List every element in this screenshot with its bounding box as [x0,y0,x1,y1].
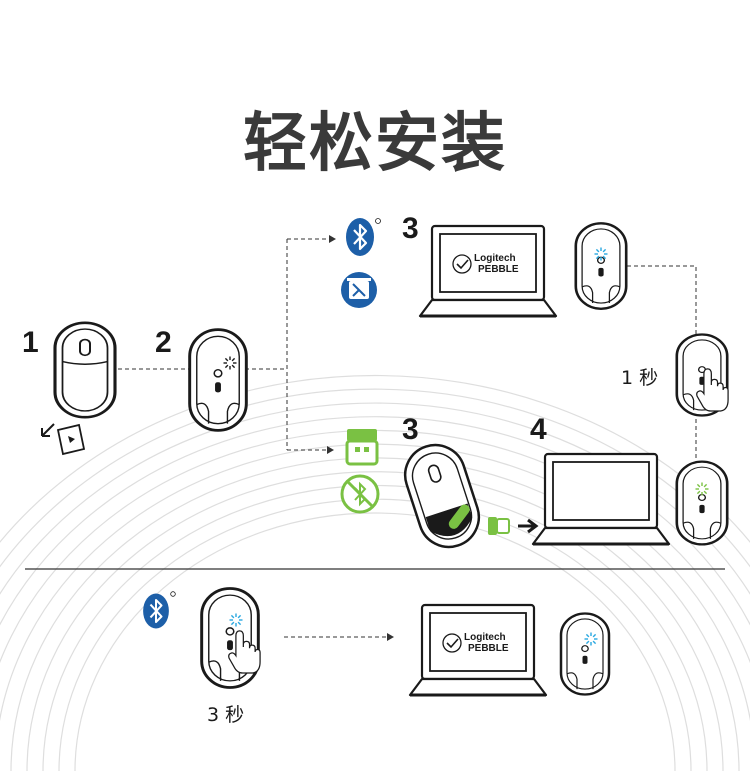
mouse-with-battery [403,443,481,549]
led-green-icon [695,482,709,496]
connector-arrowheads [327,235,336,454]
step-number-4: 4 [530,413,547,446]
led-blue-icon [594,247,608,261]
aa-battery-icon [448,504,470,529]
screen-text-logitech: Logitech [474,253,516,264]
connector-branch [245,239,288,450]
bluetooth-icon [346,218,374,256]
mouse-bottom-paired-final [559,612,611,696]
screen-text-logitech: Logitech [464,632,506,643]
tab-arrow-icon [68,436,75,443]
step-number-3-bluetooth: 3 [402,212,419,245]
bluetooth-icon-bottom [143,593,169,629]
registered-mark-bottom [170,591,176,597]
arrow-icon [518,518,539,534]
bluetooth-crossed-icon [340,474,380,514]
page-title: 轻松安装 [243,107,507,181]
connector-bottom-arrowhead [387,633,394,641]
screen-text-pebble: PEBBLE [468,643,509,654]
mouse-bottom-green [675,460,729,546]
step-number-3-receiver: 3 [402,413,419,446]
receiver-plug-icon [488,517,510,535]
short-press-duration: 1 秒 [621,367,659,389]
laptop-receiver [531,452,671,546]
mouse-top-step1 [53,321,117,419]
registered-mark [375,218,381,224]
connector-right [627,265,697,462]
led-light-icon [223,356,237,370]
pull-arrow-icon [41,423,55,437]
step-number-1: 1 [22,326,39,359]
led-blue-final-icon [584,632,598,646]
mouse-bottom-paired-bt [574,221,628,311]
device-icon [341,272,377,308]
led-blue-bottom-icon [229,613,243,627]
long-press-duration: 3 秒 [207,704,245,726]
mouse-bottom-step2 [188,328,248,432]
usb-receiver-icon [345,429,379,466]
screen-text-pebble: PEBBLE [478,264,519,275]
step-number-2: 2 [155,326,172,359]
